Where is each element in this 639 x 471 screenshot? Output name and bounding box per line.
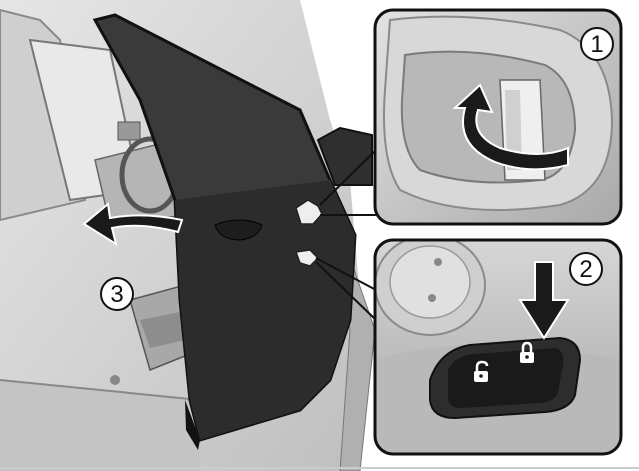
lock-callout-spot (294, 249, 320, 267)
inset-1-frame (373, 8, 623, 226)
press-lock-arrow (518, 261, 570, 340)
callout-leaders (315, 149, 377, 321)
pull-handle-arrow (452, 83, 569, 171)
lock-icon (520, 341, 534, 363)
inset-lock-switch: 2 (373, 238, 623, 456)
inset-2-frame (373, 238, 623, 456)
step-2-badge: 2 (569, 252, 603, 286)
open-door (92, 13, 357, 450)
step-1-badge: 1 (580, 27, 614, 61)
step-1-label: 1 (590, 31, 603, 58)
step-3-badge: 3 (100, 277, 134, 311)
inset-door-handle: 1 (373, 8, 623, 226)
step-3-label: 3 (110, 281, 123, 308)
open-door-arrow (82, 202, 184, 247)
step-2-label: 2 (579, 256, 592, 283)
unlock-icon (474, 360, 489, 382)
